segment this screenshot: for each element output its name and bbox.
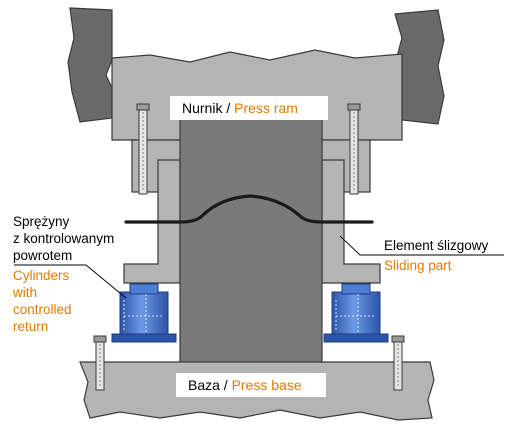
sliding-label-pl: Element ślizgowy <box>384 238 489 253</box>
springs-label-en-2: with <box>12 285 37 300</box>
cylinder-left <box>111 283 177 343</box>
cylinder-right <box>323 283 389 343</box>
base-label-box <box>176 373 326 397</box>
sliding-callout: Element ślizgowy Sliding part <box>339 235 504 273</box>
bolt-upper-right <box>347 103 361 195</box>
springs-label-en-1: Cylinders <box>13 268 70 283</box>
springs-label-en-3: controlled <box>13 302 72 317</box>
sliding-leader-line <box>339 235 504 256</box>
springs-label-en-4: return <box>13 319 48 334</box>
press-frame-right <box>394 9 445 125</box>
bolt-lower-left <box>93 335 107 391</box>
base-label: Baza / Press base <box>188 377 302 393</box>
ram-label: Nurnik / Press ram <box>182 100 298 116</box>
sliding-label-en: Sliding part <box>384 258 452 273</box>
die-column <box>179 117 323 364</box>
bolt-upper-left <box>136 103 150 195</box>
springs-label-pl-2: z kontrolowanym <box>13 231 114 246</box>
springs-leader-line <box>14 264 127 299</box>
ram-label-box <box>170 96 328 120</box>
springs-label-pl-1: Sprężyny <box>13 214 70 229</box>
springs-label-pl-3: powrotem <box>13 248 72 263</box>
bolt-lower-right <box>391 335 405 391</box>
press-frame-left <box>67 7 113 123</box>
springs-callout: Sprężyny z kontrolowanym powrotem Cylind… <box>12 214 127 334</box>
workpiece-strip <box>124 194 374 224</box>
